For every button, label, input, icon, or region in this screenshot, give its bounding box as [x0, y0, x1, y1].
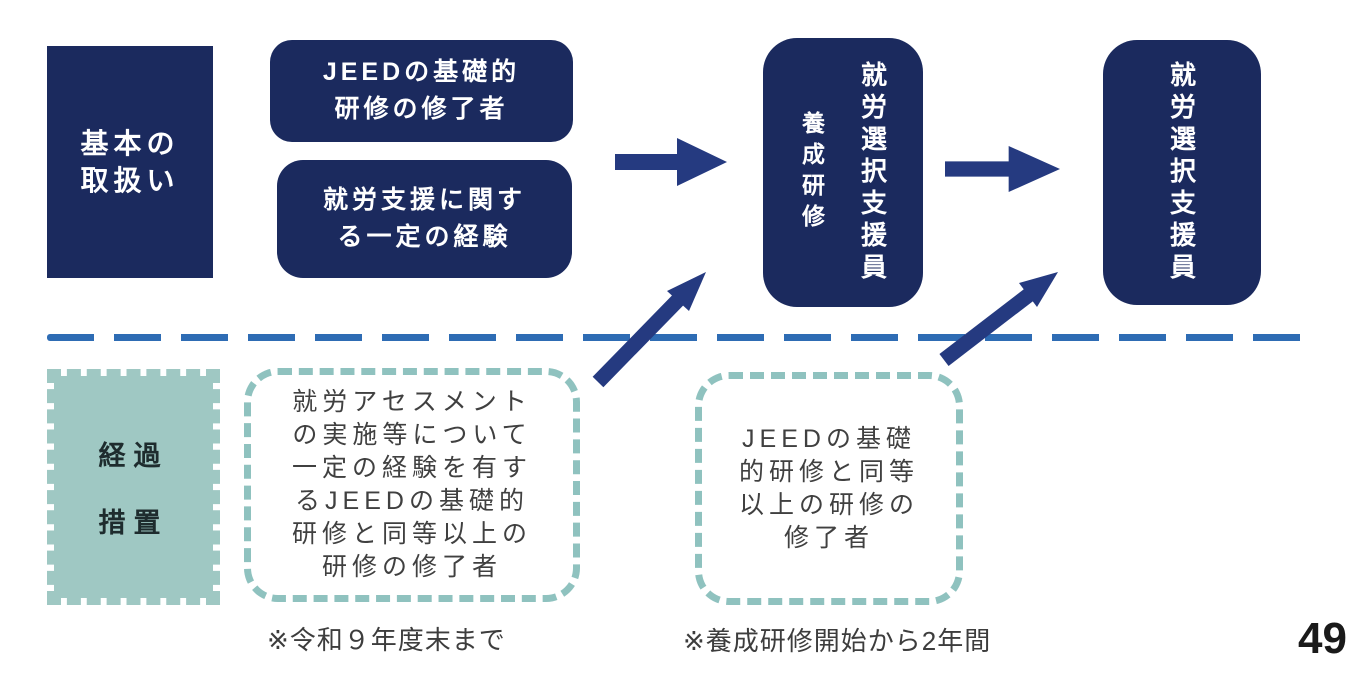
equivalent-training-line: JEEDの基礎 — [742, 424, 916, 453]
assessment-experience-line: 研修と同等以上の — [291, 520, 532, 548]
basic-handling-label-box: 基本の 取扱い — [47, 46, 213, 278]
jeed-basic-training-box: JEEDの基礎的 研修の修了者 — [270, 40, 573, 142]
assessment-experience-line: 一定の経験を有す — [291, 454, 532, 482]
note-reiwa9-deadline: ※令和９年度末まで — [267, 625, 506, 655]
assessment-experience-line: 研修の修了者 — [321, 553, 502, 581]
dashed-divider-line — [47, 334, 1310, 341]
basic-handling-label-line2: 取扱い — [80, 165, 180, 196]
result-box-role-label: 就労選択支援員 — [1166, 60, 1197, 285]
employment-support-experience-box: 就労支援に関す る一定の経験 — [277, 160, 572, 278]
transitional-measures-line2: 措置 — [98, 508, 169, 538]
training-box-role-label: 就労選択支援員 — [857, 60, 888, 285]
arrow-up-right-icon — [590, 265, 715, 390]
employment-support-experience-line2: る一定の経験 — [337, 223, 512, 251]
jeed-basic-training-line1: JEEDの基礎的 — [322, 58, 521, 86]
equivalent-training-line: 以上の研修の — [738, 490, 919, 519]
basic-handling-label-line1: 基本の — [80, 128, 180, 159]
equivalent-training-box: JEEDの基礎 的研修と同等 以上の研修の 修了者 — [695, 372, 963, 605]
arrow-right-icon — [615, 138, 727, 186]
assessment-experience-line: 就労アセスメント — [292, 388, 532, 416]
equivalent-training-line: 修了者 — [783, 523, 874, 552]
page-number: 49 — [1298, 614, 1347, 663]
training-box-side-label: 養成研修 — [798, 110, 825, 235]
assessment-experience-box: 就労アセスメント の実施等について 一定の経験を有す るJEEDの基礎的 研修と… — [244, 368, 580, 602]
training-box: 養成研修 就労選択支援員 — [763, 38, 923, 307]
transitional-measures-label-box: 経過 措置 — [47, 369, 220, 605]
employment-support-experience-line1: 就労支援に関す — [322, 186, 526, 214]
assessment-experience-line: るJEEDの基礎的 — [295, 487, 529, 515]
result-box: 就労選択支援員 — [1103, 40, 1261, 305]
arrow-right-icon — [945, 146, 1060, 192]
note-two-years-from-start: ※養成研修開始から2年間 — [683, 626, 992, 656]
assessment-experience-line: の実施等について — [292, 421, 532, 449]
transitional-measures-line1: 経過 — [98, 441, 169, 471]
arrow-up-right-icon — [935, 263, 1070, 373]
jeed-basic-training-line2: 研修の修了者 — [334, 95, 509, 123]
equivalent-training-line: 的研修と同等 — [738, 457, 919, 486]
